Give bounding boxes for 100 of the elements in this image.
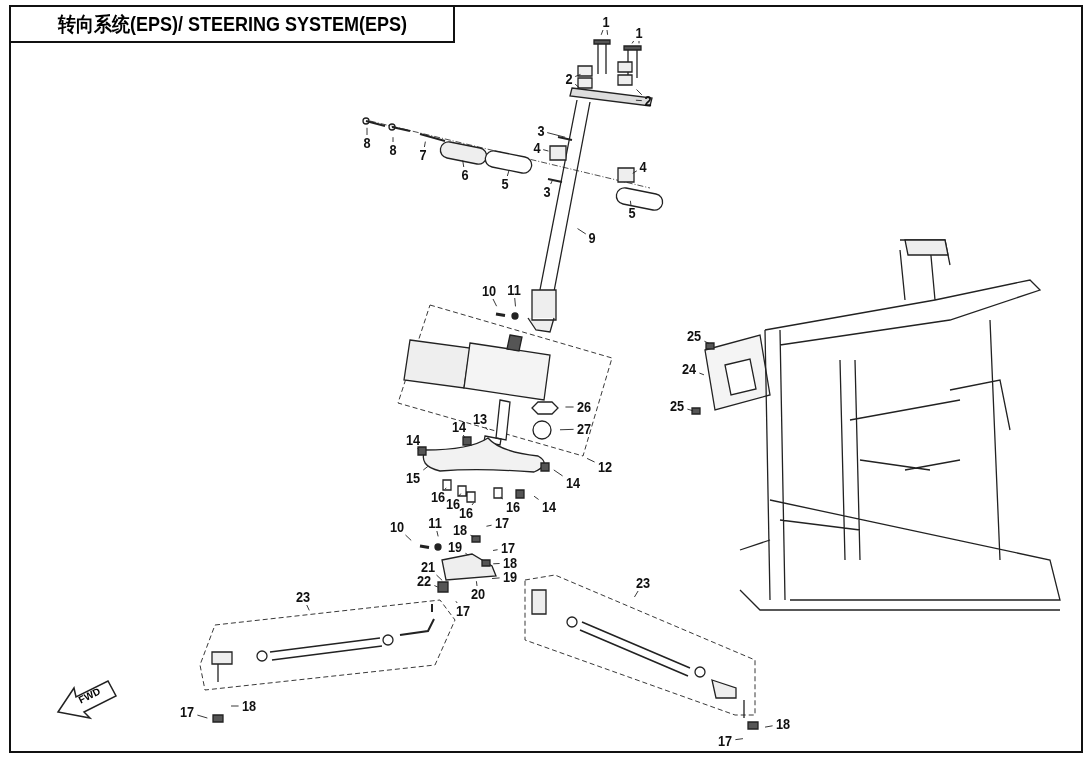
leader-line <box>392 136 394 143</box>
leader-line <box>686 408 694 412</box>
leader-line <box>577 228 587 235</box>
leader-line <box>600 29 604 36</box>
leader-line <box>629 200 632 206</box>
leader-line <box>506 170 510 177</box>
callout-number: 20 <box>470 586 486 602</box>
callout-number: 19 <box>447 539 463 555</box>
leader-line <box>553 469 564 477</box>
callout-number: 4 <box>533 140 541 156</box>
leader-line <box>703 340 710 344</box>
callout-number: 22 <box>416 573 432 589</box>
callout-number: 18 <box>241 698 257 714</box>
leader-line <box>565 406 575 408</box>
direction-label: FWD <box>76 685 103 706</box>
callout-number: 17 <box>494 515 510 531</box>
callout-number: 11 <box>507 282 521 298</box>
callout-number: 12 <box>597 459 613 475</box>
callout-number: 23 <box>635 575 651 591</box>
leader-line <box>462 159 465 168</box>
callout-number: 14 <box>451 419 467 435</box>
callout-number: 5 <box>501 176 509 192</box>
callout-number: 17 <box>455 603 471 619</box>
callout-number: 3 <box>537 123 545 139</box>
leader-line <box>436 530 439 537</box>
leader-line <box>559 428 575 431</box>
callout-number: 7 <box>419 147 427 163</box>
callout-number: 10 <box>481 283 497 299</box>
leader-line <box>491 577 501 579</box>
leader-line <box>574 73 581 77</box>
leader-line <box>586 457 596 463</box>
callout-number: 3 <box>543 184 551 200</box>
leader-line <box>422 465 429 471</box>
callout-number: 18 <box>775 716 791 732</box>
leader-line <box>196 714 208 719</box>
callout-number: 4 <box>639 159 647 175</box>
callout-number: 27 <box>576 421 592 437</box>
callout-number: 8 <box>363 135 371 151</box>
title: 转向系统(EPS)/ STEERING SYSTEM(EPS) <box>58 13 408 35</box>
callout-number: 23 <box>295 589 311 605</box>
callout-number: 15 <box>405 470 421 486</box>
callout-number: 16 <box>505 499 521 515</box>
leader-line <box>462 434 466 439</box>
callout-number: 18 <box>502 555 518 571</box>
callout-number: 10 <box>389 519 405 535</box>
callout-number: 17 <box>179 704 195 720</box>
callout-number: 8 <box>389 142 397 158</box>
leader-line <box>631 40 635 44</box>
leader-line <box>492 549 499 551</box>
callout-number: 14 <box>405 432 421 448</box>
leader-line <box>485 426 489 431</box>
leader-line <box>464 552 469 556</box>
leader-line <box>550 180 553 185</box>
leader-line <box>306 604 310 611</box>
callout-number: 25 <box>669 398 685 414</box>
callout-number: 1 <box>635 25 643 41</box>
leader-line <box>698 372 705 376</box>
leader-line <box>458 493 462 497</box>
leader-line <box>542 149 549 152</box>
callout-number: 14 <box>565 475 581 491</box>
leader-line <box>574 83 580 89</box>
callout-number: 13 <box>472 411 488 427</box>
leader-line <box>635 99 643 102</box>
leader-line <box>366 127 368 136</box>
leader-line <box>638 40 640 44</box>
leader-line <box>486 524 493 527</box>
callout-number: 11 <box>428 515 442 531</box>
leader-line <box>764 725 774 728</box>
callout-number: 19 <box>502 569 518 585</box>
leader-line <box>436 574 443 581</box>
callout-number: 1 <box>602 14 610 30</box>
leader-line <box>475 580 478 587</box>
leader-line <box>444 487 447 490</box>
callout-number: 18 <box>452 522 468 538</box>
callout-number: 14 <box>541 499 557 515</box>
callout-number: 17 <box>500 540 516 556</box>
leader-line <box>230 705 240 707</box>
leader-line <box>492 298 498 307</box>
callout-number: 25 <box>686 328 702 344</box>
leader-line <box>423 141 426 148</box>
leader-line <box>546 132 566 138</box>
callout-number: 9 <box>588 230 596 246</box>
leader-line <box>455 600 458 604</box>
callout-number: 16 <box>445 496 461 512</box>
callout-number: 5 <box>628 205 636 221</box>
leader-line <box>471 502 475 506</box>
leader-line <box>469 534 475 538</box>
leader-line <box>417 447 420 451</box>
callout-number: 26 <box>576 399 592 415</box>
leader-line <box>492 563 501 565</box>
leader-line <box>734 738 744 741</box>
callout-number: 2 <box>565 71 573 87</box>
leader-line <box>500 496 504 500</box>
leader-line <box>606 29 609 36</box>
leader-line <box>514 297 516 307</box>
callout-number: 17 <box>717 733 733 749</box>
callout-number: 6 <box>461 167 469 183</box>
leader-line <box>405 534 412 541</box>
leader-line <box>636 89 643 96</box>
leader-line <box>533 495 540 500</box>
